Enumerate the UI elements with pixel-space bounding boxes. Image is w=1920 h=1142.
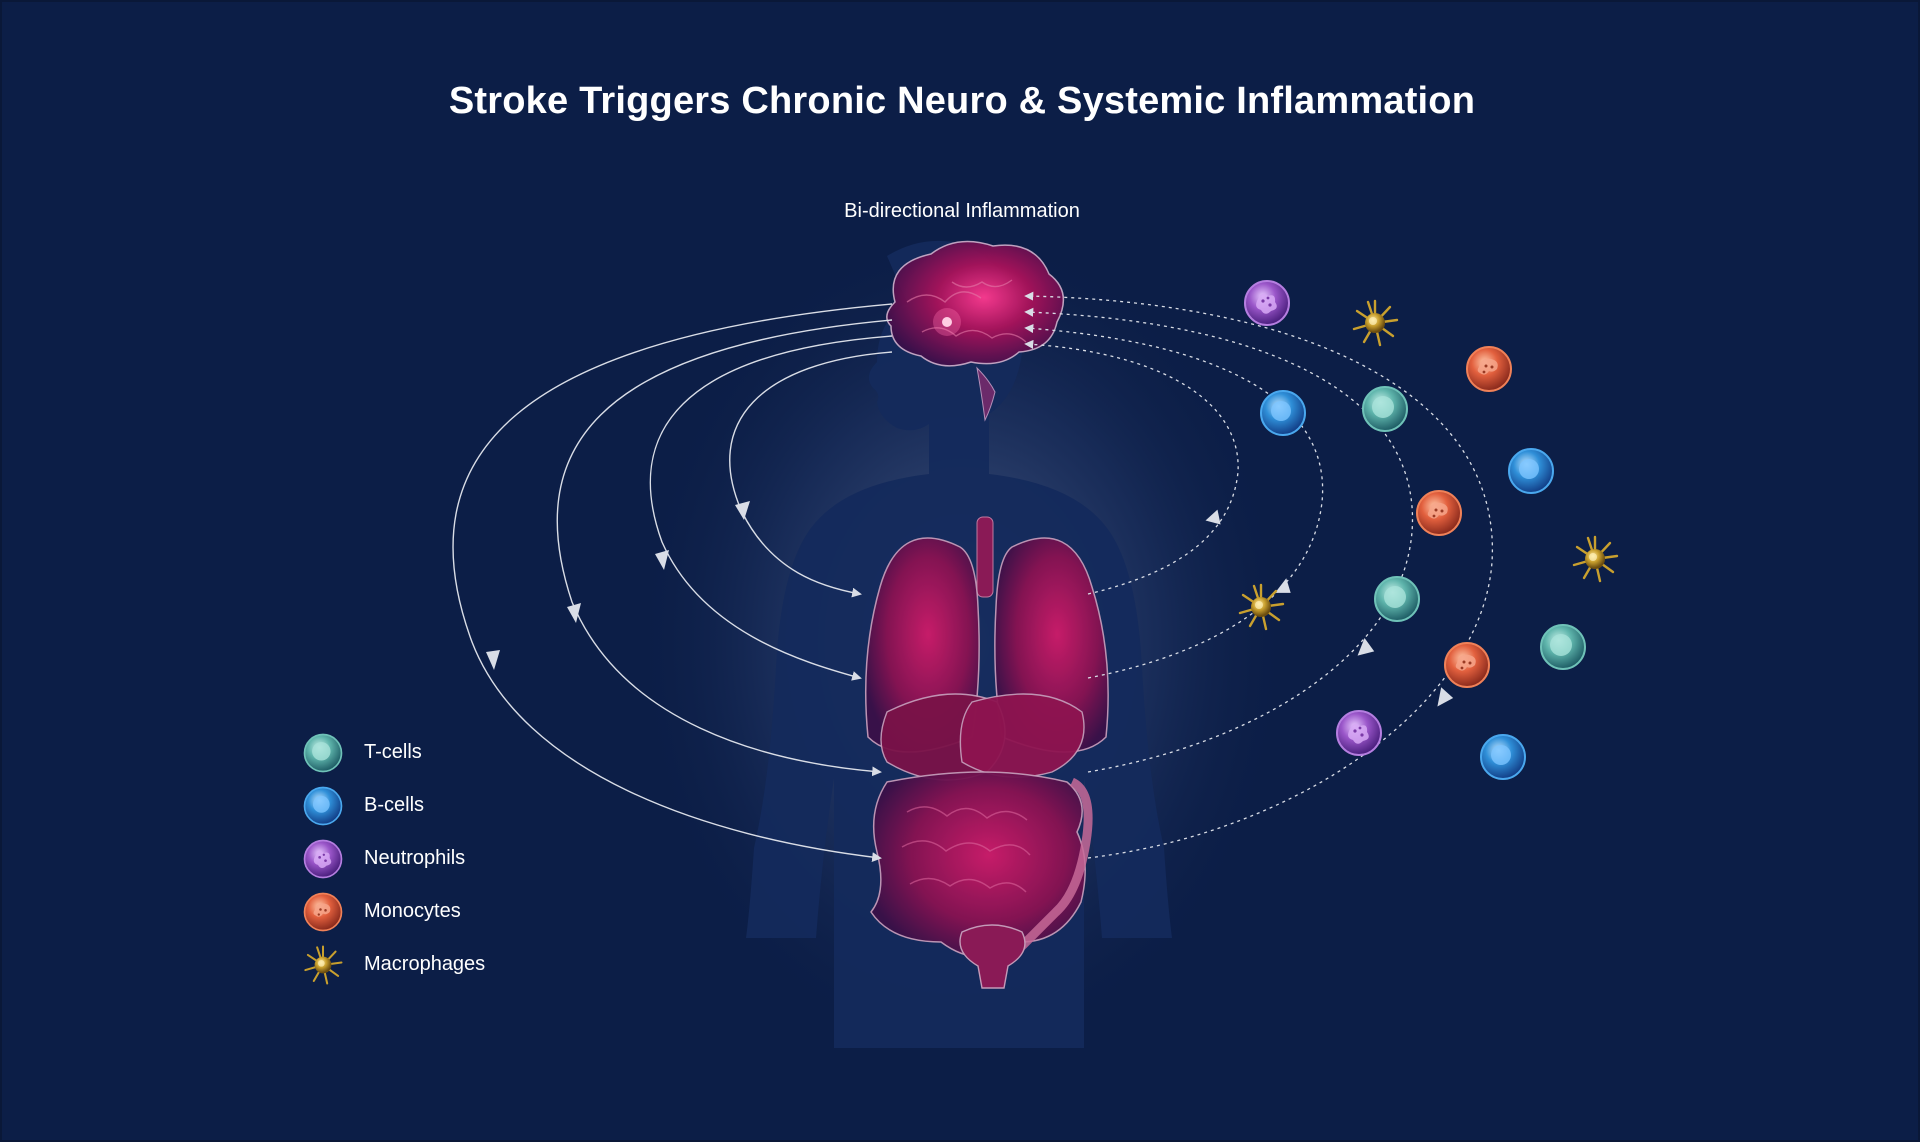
- legend-label: B-cells: [364, 794, 425, 816]
- legend-label: Monocytes: [364, 900, 461, 922]
- diagram-subtitle: Bi-directional Inflammation: [844, 200, 1080, 222]
- legend-label: Macrophages: [364, 953, 486, 975]
- neutrophil-cell: [1244, 280, 1290, 326]
- tcell-cell: [1540, 624, 1586, 670]
- diagram-title: Stroke Triggers Chronic Neuro & Systemic…: [448, 80, 1476, 122]
- legend-label: T-cells: [364, 741, 422, 763]
- bcell-icon: [303, 786, 343, 825]
- trachea: [976, 516, 994, 598]
- legend-item-tcells: T-cells: [302, 726, 485, 779]
- neutrophil-cell: [1336, 710, 1382, 756]
- tcell-cell: [1362, 386, 1408, 432]
- liver-stomach: [880, 693, 1085, 781]
- macrophage-cell: [1352, 299, 1399, 347]
- legend-label: Neutrophils: [364, 847, 466, 869]
- arrowheads: [486, 501, 1454, 707]
- tcell-icon: [303, 733, 343, 772]
- legend-item-neutrophils: Neutrophils: [302, 832, 485, 885]
- cell-legend: T-cells B-cells Neutrophils Monocytes Ma…: [302, 726, 485, 991]
- monocyte-cell: [1444, 642, 1490, 688]
- monocyte-icon: [303, 892, 343, 931]
- bladder: [959, 924, 1026, 989]
- monocyte-cell: [1466, 346, 1512, 392]
- monocyte-cell: [1416, 490, 1462, 536]
- tcell-cell: [1374, 576, 1420, 622]
- neutrophil-icon: [303, 839, 343, 878]
- macrophage-icon: [304, 945, 343, 984]
- brain-to-body-arrows: [452, 303, 893, 862]
- body-to-brain-arrows: [1024, 291, 1493, 859]
- bcell-cell: [1508, 448, 1554, 494]
- bcell-cell: [1260, 390, 1306, 436]
- bcell-cell: [1480, 734, 1526, 780]
- legend-item-monocytes: Monocytes: [302, 885, 485, 938]
- legend-item-bcells: B-cells: [302, 779, 485, 832]
- legend-item-macrophages: Macrophages: [302, 938, 485, 991]
- stroke-site-marker: [942, 317, 952, 327]
- immune-cells: [1238, 280, 1619, 780]
- brain: [886, 240, 1065, 422]
- macrophage-cell: [1572, 535, 1619, 583]
